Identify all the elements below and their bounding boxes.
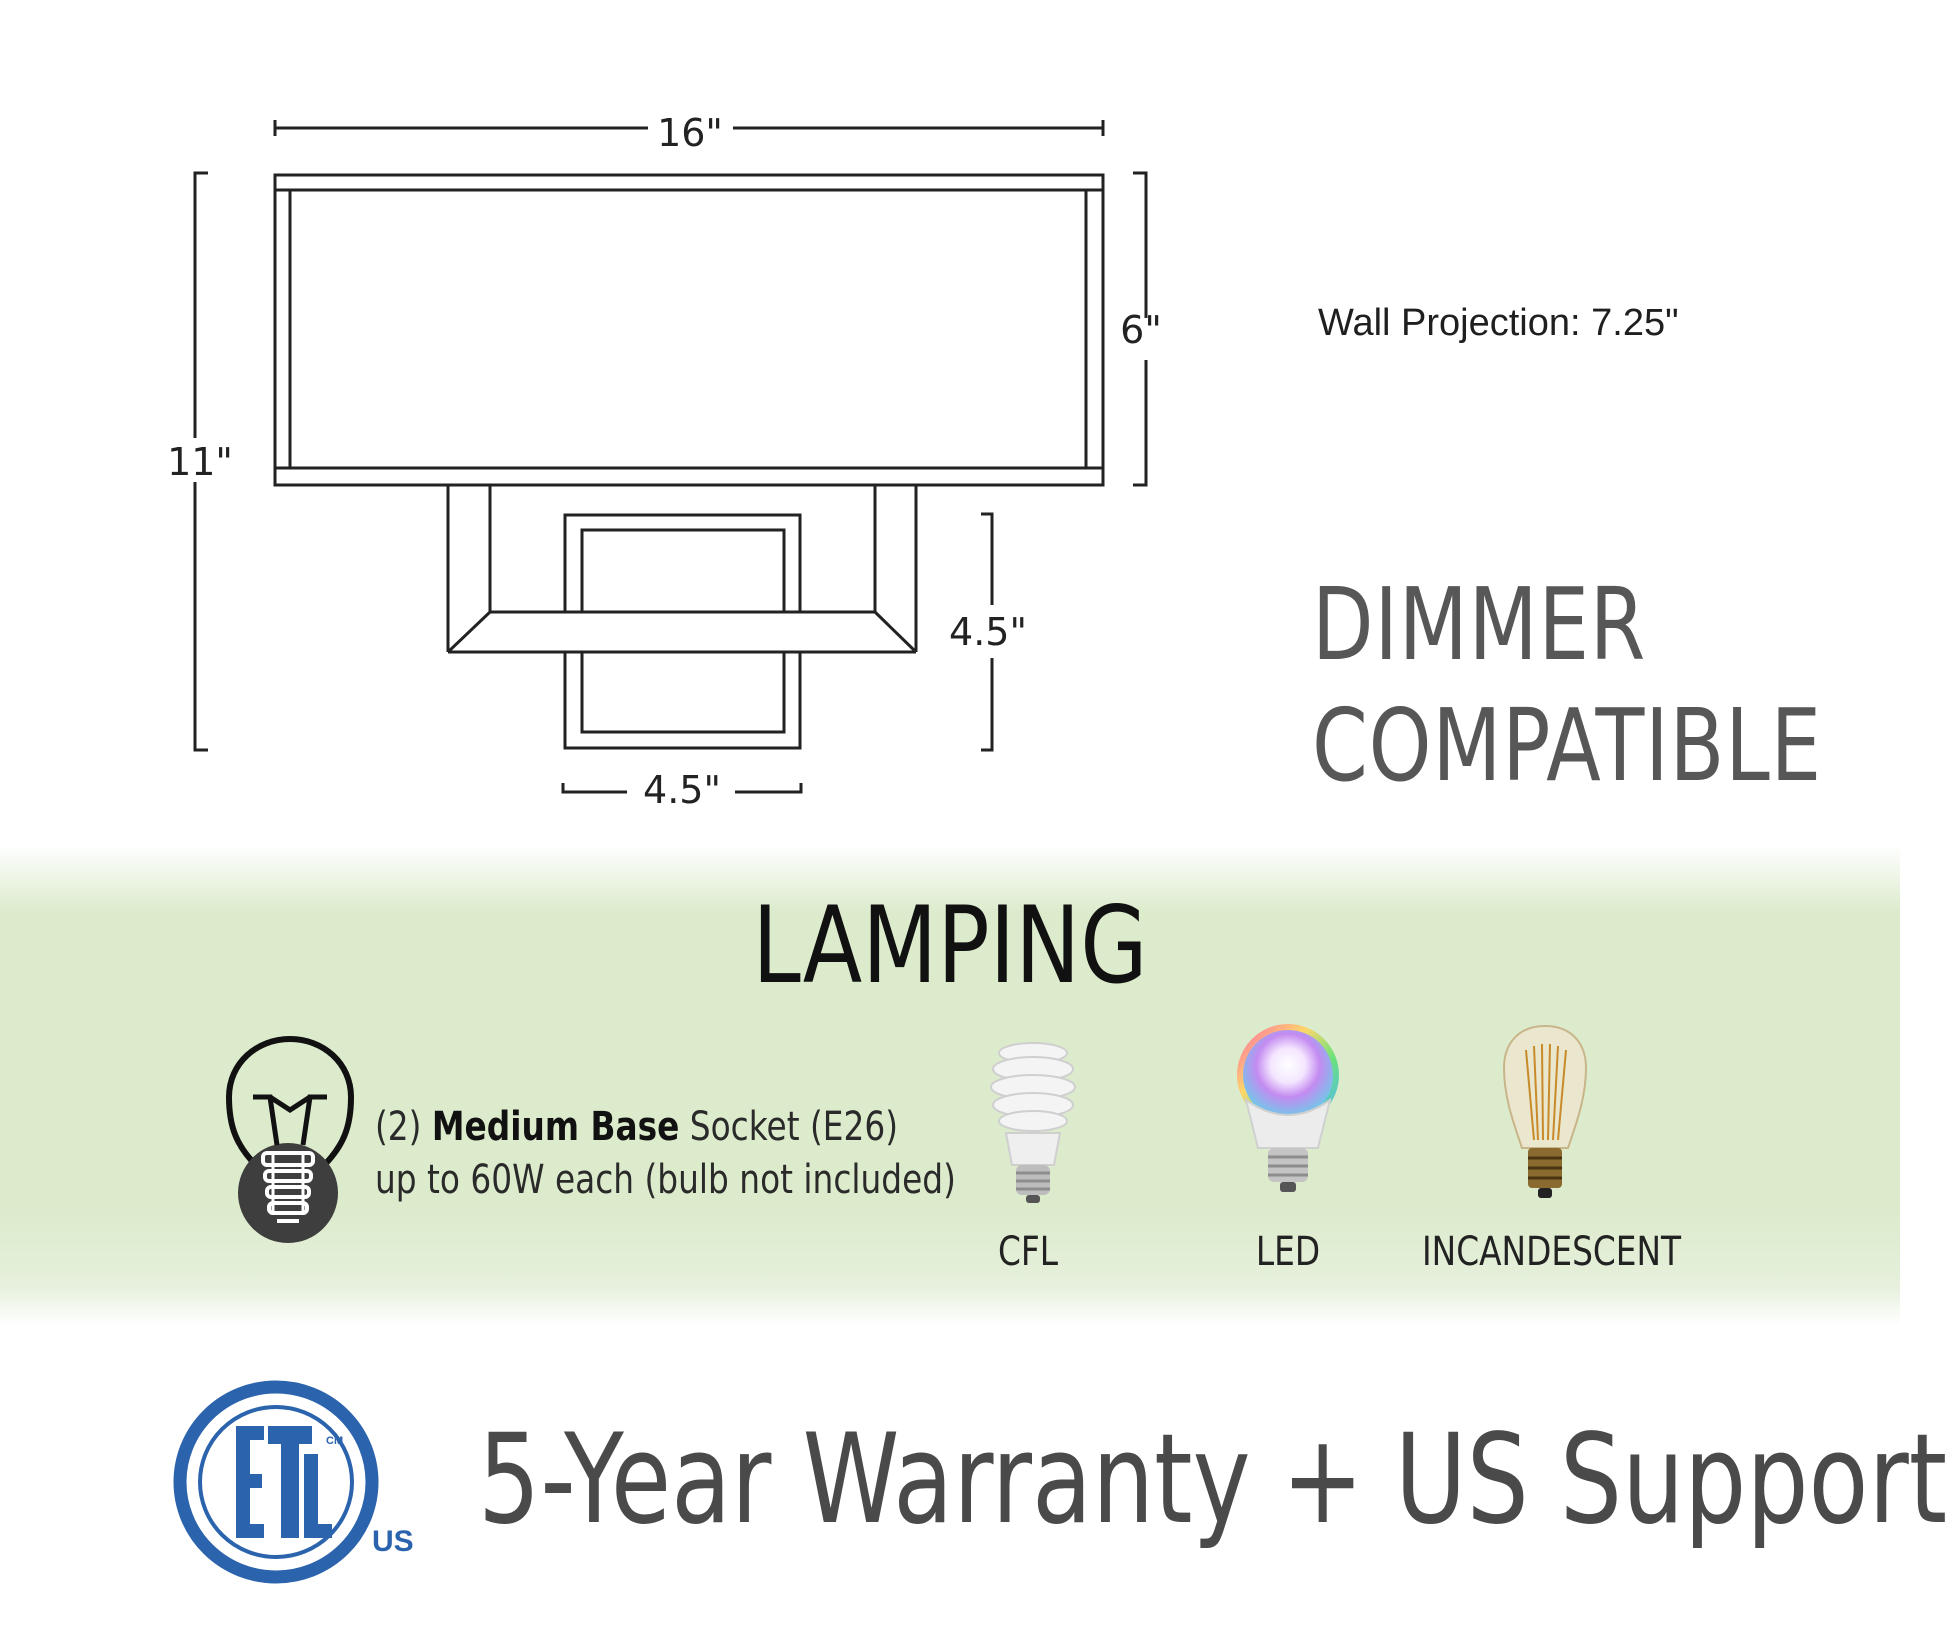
total-height-bracket-bottom	[193, 482, 208, 752]
backplate-height-bracket-top	[981, 512, 994, 605]
socket-count: (2)	[375, 1104, 422, 1150]
wall-projection-text: Wall Projection: 7.25"	[1318, 302, 1679, 344]
etl-us-mark: US	[372, 1525, 414, 1558]
backplate-outer-bottom	[563, 652, 802, 750]
socket-type-bold: Medium Base	[431, 1104, 680, 1150]
socket-bulb-icon	[225, 1035, 355, 1243]
arm-bevel-left	[446, 610, 492, 654]
shade-height-label: 6"	[1120, 308, 1162, 352]
shade-outer-frame	[273, 173, 1105, 487]
backplate-inner-top	[580, 528, 786, 612]
incandescent-label: INCANDESCENT	[1422, 1229, 1682, 1275]
cfl-bulb-icon	[990, 1042, 1076, 1203]
backplate-width-dim-right	[735, 783, 803, 794]
backplate-height-bracket-bottom	[981, 658, 994, 752]
backplate-height-label: 4.5"	[949, 610, 1027, 654]
backplate-width-label: 4.5"	[643, 768, 721, 812]
dimmer-title: DIMMER	[1312, 566, 1647, 683]
socket-spec-line: (2) Medium Base Socket (E26)	[375, 1107, 898, 1147]
dimension-drawing: 16" 6" 11" 4.5" 4.5"	[167, 111, 1162, 812]
warranty-text: 5-Year Warranty + US Support	[478, 1408, 1947, 1552]
backplate-outer-top	[563, 513, 802, 612]
width-label: 16"	[657, 111, 723, 155]
compatible-title: COMPATIBLE	[1312, 687, 1822, 804]
backplate-inner-bottom	[580, 652, 786, 734]
etl-cm-mark: CM	[326, 1435, 343, 1447]
arm-bevel-right	[873, 610, 918, 654]
lamping-title: LAMPING	[752, 884, 1148, 1007]
shade-height-bracket-top	[1133, 171, 1148, 318]
backplate-width-dim-left	[561, 783, 627, 794]
led-label: LED	[1255, 1229, 1321, 1275]
wattage-line: up to 60W each (bulb not included)	[375, 1157, 956, 1203]
etl-certification-logo: CM US	[173, 1380, 414, 1584]
shade-height-bracket-bottom	[1133, 360, 1148, 487]
total-height-label: 11"	[167, 440, 233, 484]
socket-type-rest: Socket (E26)	[689, 1104, 899, 1150]
total-height-bracket-top	[193, 171, 208, 438]
led-bulb-icon	[1237, 1024, 1339, 1192]
incandescent-bulb-icon	[1502, 1024, 1588, 1198]
cfl-label: CFL	[997, 1229, 1059, 1275]
